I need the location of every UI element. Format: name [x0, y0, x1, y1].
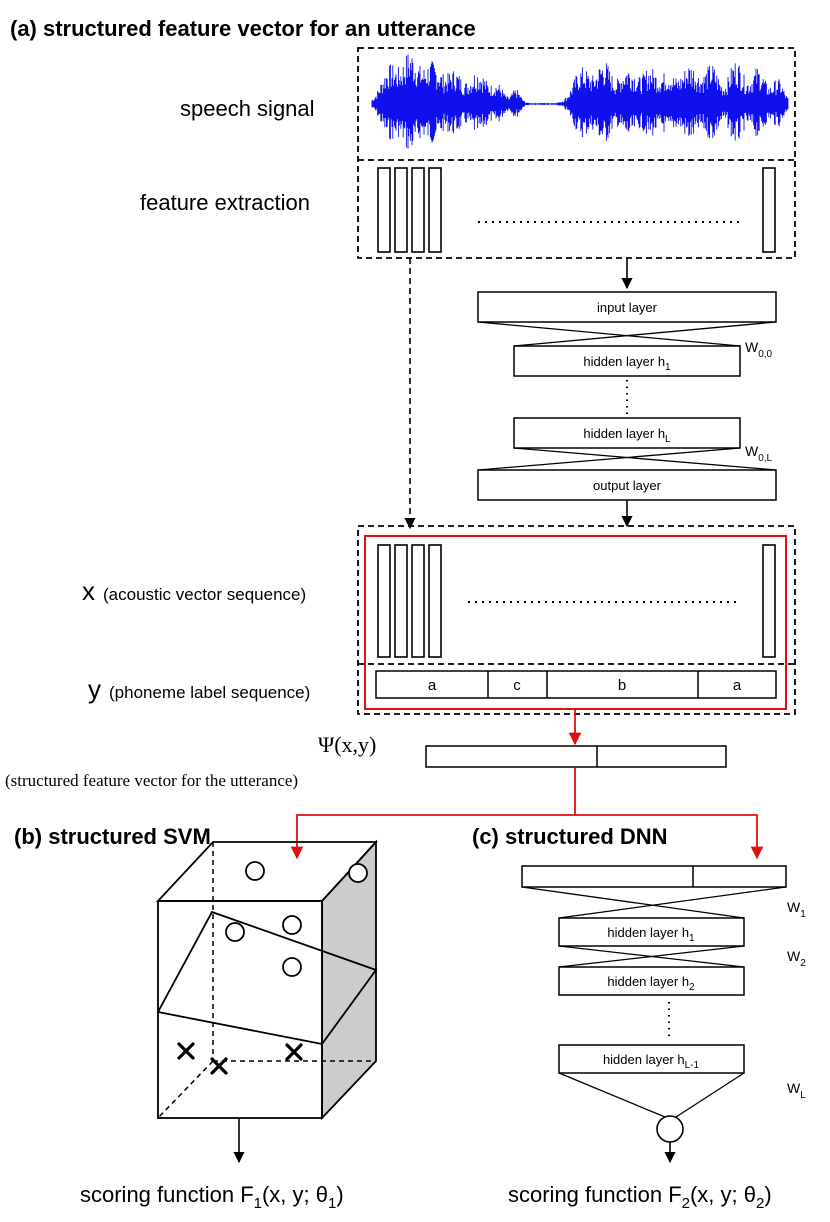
- structured-hidden-1-label: hidden layer h1: [607, 925, 695, 944]
- acoustic-frame: [394, 544, 408, 658]
- input-layer-box: [477, 291, 777, 323]
- connection-line: [675, 1072, 745, 1118]
- psi-vector-box: [425, 745, 727, 768]
- connection-line: [513, 321, 777, 347]
- phoneme-sequence: a c b a: [375, 670, 777, 699]
- weight-w00-label: W0,0: [745, 339, 773, 360]
- positive-sample-marker: [282, 915, 302, 935]
- negative-sample-marker: [210, 1057, 228, 1075]
- waveform-trace: [371, 54, 789, 149]
- feature-frame: [428, 167, 442, 253]
- phoneme-label: a: [428, 677, 437, 694]
- signal-feature-box: [357, 47, 796, 259]
- connection-line: [558, 886, 787, 919]
- connection-line: [558, 1072, 666, 1118]
- svm-hyperplane: [156, 910, 378, 1045]
- structured-hidden-2-label: hidden layer h2: [607, 974, 695, 993]
- acoustic-frame: [377, 544, 391, 658]
- scoring-function-2: scoring function F2(x, y; θ2): [508, 1182, 772, 1212]
- hidden-layer-L-box: [513, 417, 741, 449]
- cube-top-face: [155, 841, 379, 902]
- feature-extraction-label: feature extraction: [140, 190, 310, 215]
- weight-w2-label: W2: [787, 948, 806, 969]
- acoustic-frame: [411, 544, 425, 658]
- feature-frame: [394, 167, 408, 253]
- psi-label: Ψ(x,y): [318, 732, 376, 757]
- xy-dashed-box: [357, 525, 796, 715]
- hidden-layer-1-box: [513, 345, 741, 377]
- feature-frame: [762, 167, 776, 253]
- acoustic-frame: [428, 544, 442, 658]
- structured-hidden-2-box: [558, 966, 745, 996]
- connection-line: [477, 321, 741, 347]
- feature-frame: [377, 167, 391, 253]
- structured-dnn: W1 hidden layer h1 W2 hidden layer h2 hi…: [521, 865, 806, 1143]
- feature-frame: [411, 167, 425, 253]
- phoneme-bar: [375, 670, 777, 699]
- weight-wL-label: WL: [787, 1080, 806, 1101]
- output-neuron: [656, 1115, 684, 1143]
- phoneme-label: b: [618, 677, 626, 694]
- feature-frames: [377, 167, 776, 253]
- psi-description: (structured feature vector for the utter…: [5, 771, 298, 790]
- connection-line: [513, 447, 777, 471]
- title-c: (c) structured DNN: [472, 824, 668, 849]
- structured-hidden-1-box: [558, 917, 745, 947]
- positive-sample-marker: [348, 863, 368, 883]
- psi-to-dnn-arrow: [575, 814, 764, 860]
- title-b: (b) structured SVM: [14, 824, 211, 849]
- negative-sample-marker: [177, 1042, 195, 1060]
- hidden-layer-1-label: hidden layer h1: [583, 354, 671, 373]
- y-label: y(phoneme label sequence): [88, 674, 310, 704]
- positive-sample-marker: [245, 861, 265, 881]
- connection-line: [477, 447, 741, 471]
- x-label: x(acoustic vector sequence): [82, 576, 306, 606]
- positive-sample-marker: [282, 957, 302, 977]
- speech-signal-label: speech signal: [180, 96, 315, 121]
- negative-sample-marker: [285, 1043, 303, 1061]
- structured-hidden-L1-box: [558, 1044, 745, 1074]
- structured-hidden-L1-label: hidden layer hL-1: [603, 1052, 700, 1071]
- output-layer-box: [477, 469, 777, 501]
- svm-cube: [155, 839, 379, 1121]
- title-a: (a) structured feature vector for an utt…: [10, 16, 476, 41]
- hidden-layer-L-label: hidden layer hL: [583, 426, 671, 445]
- output-layer-label: output layer: [593, 478, 662, 493]
- input-layer-label: input layer: [597, 300, 658, 315]
- scoring-function-1: scoring function F1(x, y; θ1): [80, 1182, 344, 1212]
- acoustic-frame: [762, 544, 776, 658]
- top-dnn: input layer hidden layer h1 W0,0 hidden …: [477, 291, 777, 501]
- positive-sample-marker: [225, 922, 245, 942]
- structured-input-box: [521, 865, 787, 888]
- acoustic-frames: [377, 544, 776, 658]
- connection-line: [558, 945, 745, 968]
- weight-w0L-label: W0,L: [745, 443, 773, 464]
- connection-line: [521, 886, 745, 919]
- weight-w1-label: W1: [787, 899, 806, 920]
- speech-waveform: [371, 54, 789, 149]
- negative-sample-markers: [177, 1042, 303, 1075]
- cube-hidden-edge: [157, 1060, 214, 1119]
- phoneme-label: a: [733, 677, 742, 694]
- phoneme-label: c: [513, 677, 521, 694]
- psi-to-svm-arrow: [290, 767, 576, 860]
